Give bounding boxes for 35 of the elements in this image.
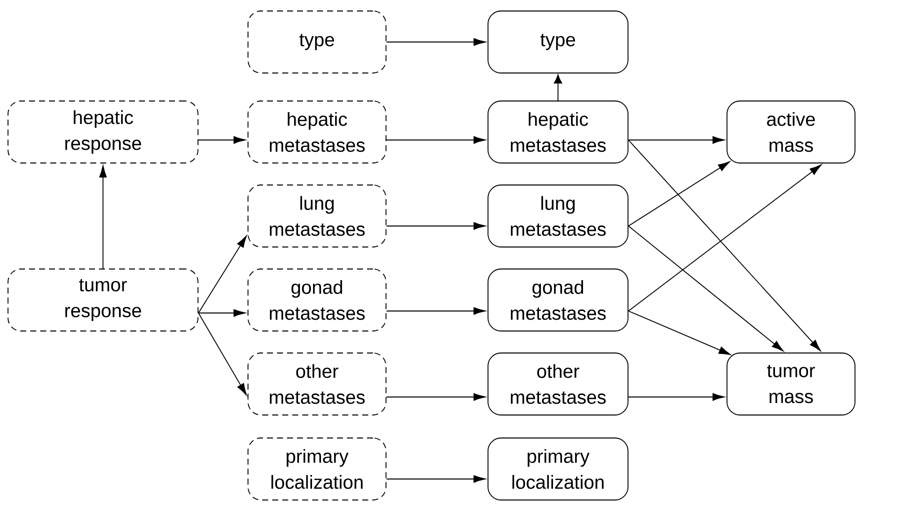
rounded-box: primary localization [488,438,628,500]
arrow [198,136,246,144]
arrow [628,310,731,356]
rounded-box: type [488,10,628,74]
arrow [386,38,486,46]
dashed-box: hepatic metastases [248,100,386,164]
rounded-box: hepatic metastases [488,100,628,164]
rounded-box: tumor mass [726,352,856,416]
dashed-box: type [248,10,386,74]
arrow [628,226,784,352]
rounded-box: active mass [726,100,856,164]
dashed-box: gonad metastases [248,268,386,332]
arrow [386,222,486,230]
dashed-box: primary localization [248,438,386,500]
dashed-box: other metastases [248,352,386,416]
arrow [99,165,107,269]
arrow [628,164,822,312]
arrow [198,309,246,317]
dashed-box: lung metastases [248,184,386,248]
arrow [554,74,562,101]
rounded-box: lung metastases [488,184,628,248]
arrow [628,136,725,144]
arrow [628,393,725,401]
arrow [198,312,247,396]
rounded-box: gonad metastases [488,268,628,332]
arrow [628,161,730,226]
arrow [386,136,486,144]
rounded-box: other metastases [488,352,628,416]
dashed-box: hepatic response [8,100,198,164]
arrow [386,307,486,315]
arrow [386,393,486,401]
arrow [386,475,486,483]
arrow [198,236,247,314]
dashed-box: tumor response [8,268,198,332]
arrow [628,140,821,352]
